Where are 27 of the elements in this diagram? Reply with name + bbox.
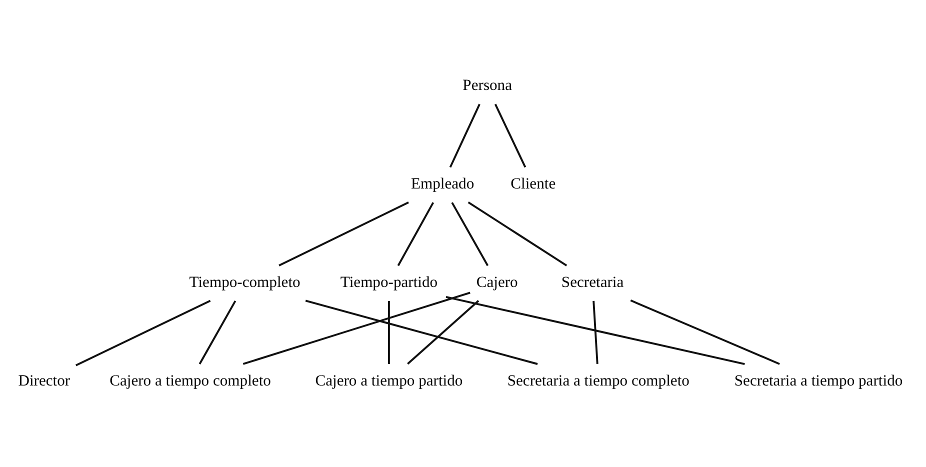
connector [198, 300, 236, 364]
connector [592, 300, 598, 364]
node-text: Cajero [476, 273, 518, 290]
connector [468, 201, 568, 266]
node-text: Tiempo-partido [340, 273, 438, 290]
node-text: Secretaria a tiempo partido [734, 372, 903, 389]
connector [451, 202, 489, 266]
connector [305, 299, 538, 364]
node-text: Persona [462, 76, 512, 94]
connector [242, 291, 470, 364]
node-text: Secretaria a tiempo completo [507, 372, 690, 389]
node-text: Cajero a tiempo partido [315, 372, 463, 389]
connector [75, 299, 211, 366]
connector [630, 299, 780, 364]
connector [388, 300, 390, 364]
connector [494, 103, 526, 168]
connector [449, 103, 480, 168]
node-text: Cliente [510, 175, 556, 192]
node-text: Cajero a tiempo completo [110, 372, 271, 389]
connector [446, 296, 745, 364]
node-text: Empleado [410, 175, 474, 192]
node-text: Secretaria [561, 273, 624, 290]
connector [407, 300, 480, 364]
node-text: Director [18, 372, 70, 389]
connector [278, 200, 409, 266]
connector [397, 202, 434, 266]
node-text: Tiempo-completo [189, 273, 300, 290]
